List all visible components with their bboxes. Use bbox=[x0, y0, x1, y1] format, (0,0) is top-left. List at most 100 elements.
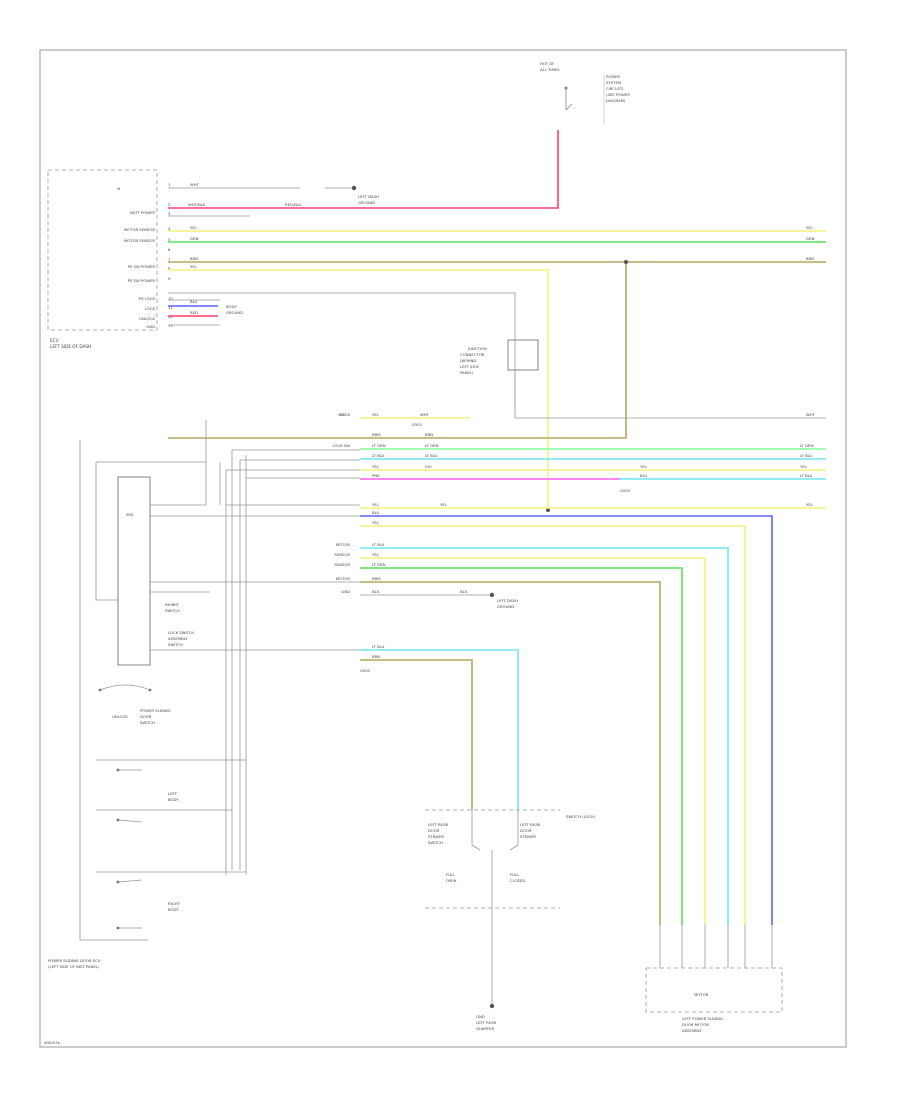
center-junction: JUNCTION CONNECTOR (BEHIND LEFT KICK PAN… bbox=[460, 339, 826, 419]
bus-label: LOCK bbox=[340, 412, 351, 417]
lock-switch-label: LOCK SWITCH bbox=[168, 630, 194, 635]
ground-label: QUARTER bbox=[476, 1026, 494, 1031]
door-switch-label: FULL bbox=[510, 872, 520, 877]
wire-code: YEL bbox=[372, 520, 380, 525]
wire-code: WHT bbox=[420, 412, 430, 417]
junction-label: CONNECTOR bbox=[460, 352, 485, 357]
ground-label: LEFT REAR bbox=[476, 1020, 497, 1025]
wire-code: PNK bbox=[372, 473, 380, 478]
wire-code: WHT bbox=[806, 412, 816, 417]
unlock-label: UNLOCK bbox=[112, 714, 128, 719]
wire-code: GRN bbox=[806, 236, 815, 241]
junction-label: PANEL) bbox=[460, 370, 474, 375]
wire-code: YEL bbox=[806, 502, 814, 507]
wire-code: LT GRN bbox=[372, 443, 386, 448]
power-switch-label: SWITCH bbox=[140, 720, 155, 725]
top-power-desc: CIRCUITS bbox=[606, 86, 624, 91]
ecu-label-line2: LEFT SIDE OF DASH bbox=[50, 344, 91, 349]
wires-middle bbox=[360, 417, 826, 925]
pin-number: 6 bbox=[168, 247, 171, 252]
wire-code: RED/BLU bbox=[285, 202, 302, 207]
door-switch-label: SWITCH (LOCK) bbox=[566, 814, 596, 819]
wire-code: BRN bbox=[425, 432, 433, 437]
pin-number: 5 bbox=[168, 237, 171, 242]
wire-code: BRN bbox=[372, 432, 380, 437]
bus-label: MOTOR bbox=[336, 576, 351, 581]
pin-number: 8 bbox=[168, 266, 171, 271]
splice-label: LEFT DASH bbox=[358, 194, 379, 199]
wire-code: BRN bbox=[372, 654, 380, 659]
door-switch-label: DOOR bbox=[520, 828, 532, 833]
top-power-label: HOT AT bbox=[540, 61, 555, 66]
ecu-pin-label: B bbox=[117, 186, 120, 191]
pin-number: 2 bbox=[168, 202, 171, 207]
wire-code: BLU bbox=[190, 299, 198, 304]
ecu-pin-label: LOCK bbox=[145, 306, 156, 311]
wire-code: LT BLU bbox=[425, 453, 438, 458]
pin-number: 11 bbox=[168, 305, 173, 310]
splice-label: LEFT DASH bbox=[497, 598, 518, 603]
wire-code: LT GRN bbox=[425, 443, 439, 448]
wire-code: YEL bbox=[806, 225, 814, 230]
door-switch-label: STRIKER bbox=[520, 834, 536, 839]
left-body-label: LEFT bbox=[168, 791, 178, 796]
wire-code: YEL bbox=[372, 412, 380, 417]
lock-switch-label: ASSEMBLY bbox=[168, 636, 188, 641]
ecu-module: ECU LEFT SIDE OF DASH B BATT POWER MOTOR… bbox=[47, 169, 158, 349]
wire-codes-middle: YEL YEL WHT WHT BRN BRN LT GRN LT GRN LT… bbox=[333, 412, 816, 673]
bottom-left-title: (LEFT SIDE OF INST PANEL) bbox=[48, 964, 100, 969]
wire-code: VIO bbox=[425, 464, 432, 469]
wire-code: YEL bbox=[190, 264, 198, 269]
wires-top bbox=[168, 130, 826, 510]
wire-code: WHT/BLK bbox=[188, 202, 206, 207]
inhibit-switch-label: INHIBIT bbox=[165, 602, 180, 607]
wire-code: BLU bbox=[640, 473, 648, 478]
ecu-label-line1: ECU bbox=[50, 338, 59, 343]
wire-code: LT BLU bbox=[800, 453, 813, 458]
door-switch: LEFT REAR DOOR STRIKER SWITCH LEFT REAR … bbox=[425, 809, 596, 1031]
pin-number: 4 bbox=[168, 226, 171, 231]
wire-code: BLU bbox=[372, 510, 380, 515]
door-switch-label: OPEN bbox=[446, 878, 457, 883]
top-power-desc: POWER bbox=[606, 74, 620, 79]
wire-code: BLK bbox=[372, 589, 380, 594]
wire-code: YEL bbox=[338, 412, 346, 417]
wire-code: YEL bbox=[372, 552, 380, 557]
splice-label: GROUND bbox=[358, 200, 375, 205]
bus-label: SENSOR bbox=[334, 552, 350, 557]
ecu-pin-label: PS LOCK bbox=[139, 296, 156, 301]
ground-label: GND bbox=[476, 1014, 485, 1019]
ground-code: G503 bbox=[360, 668, 371, 673]
wire-code: LT GRN bbox=[372, 562, 386, 567]
ground-code: G502 bbox=[620, 488, 631, 493]
pin-number: 9 bbox=[168, 276, 171, 281]
wire-code: BRN bbox=[806, 256, 814, 261]
splice-label: BODY bbox=[226, 304, 237, 309]
ecu-pin-label: MOTOR SENSOR bbox=[124, 227, 155, 232]
power-switch-label: POWER SLIDING bbox=[140, 708, 171, 713]
wire-code: BRN bbox=[190, 256, 198, 261]
door-switch-label: SWITCH bbox=[428, 840, 443, 845]
wire-code: BLK bbox=[460, 589, 468, 594]
pin-number: 7 bbox=[168, 257, 171, 262]
wire-code: BRN bbox=[372, 576, 380, 581]
wire-code: YEL bbox=[372, 502, 380, 507]
wire-code: LT BLU bbox=[800, 473, 813, 478]
door-switch-label: CLOSED bbox=[510, 878, 525, 883]
motor-assembly-label: ASSEMBLY bbox=[682, 1028, 702, 1033]
bus-label: LOCK SW bbox=[333, 443, 351, 448]
pin-number: 1 bbox=[168, 182, 171, 187]
ecu-pin-label: MOTOR SENSOR bbox=[124, 238, 155, 243]
switch-module-label: SRS bbox=[126, 512, 134, 517]
junction-label: LEFT KICK bbox=[460, 364, 479, 369]
wire-code: LT BLU bbox=[372, 542, 385, 547]
lock-switch-label: SWITCH bbox=[168, 642, 183, 647]
bus-label: GND bbox=[341, 589, 350, 594]
ground-symbol bbox=[351, 185, 357, 191]
top-power-desc: (SEE POWER bbox=[606, 92, 630, 97]
ground-code: G501 bbox=[412, 422, 423, 427]
left-body-label: BODY bbox=[168, 797, 179, 802]
bottom-left-title: POWER SLIDING DOOR ECU bbox=[48, 958, 101, 963]
top-power-desc: SYSTEM bbox=[606, 80, 621, 85]
